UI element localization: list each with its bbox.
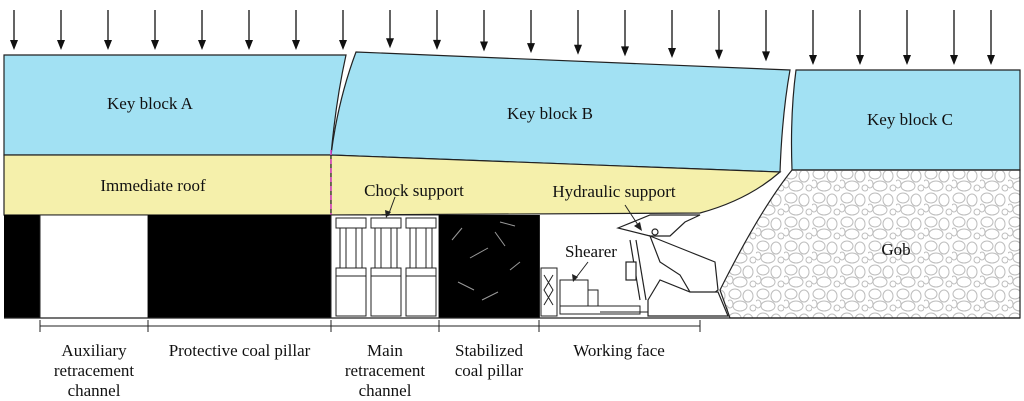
gob-area [719,169,1021,319]
pillar-cracks [451,221,521,301]
load-arrows [10,10,995,65]
down-arrow-icon [987,10,995,65]
stabilized-pillar-label: Stabilized coal pillar [439,341,539,381]
zone-dimension-bracket [39,320,701,332]
down-arrow-icon [292,10,300,50]
down-arrow-icon [574,10,582,55]
crack-line [499,221,516,227]
shearer-leader-arrow [572,274,578,282]
immediate-roof-right [330,154,782,216]
chock-leader-arrow [385,210,391,218]
auxiliary-channel [39,214,149,319]
key-block-b-label: Key block B [507,104,593,123]
down-arrow-icon [151,10,159,50]
crack-line [457,281,475,291]
down-arrow-icon [104,10,112,50]
chock-supports [335,217,437,317]
crack-line [469,247,489,259]
chock-support-unit [335,217,367,317]
main-line-1: Main [367,341,403,360]
immediate-roof-left [3,154,332,216]
crack-line [494,231,506,247]
crack-line [481,291,499,301]
key-block-c-label: Key block C [867,110,953,129]
down-arrow-icon [10,10,18,50]
immediate-roof-label: Immediate roof [100,176,206,195]
down-arrow-icon [198,10,206,50]
down-arrow-icon [386,10,394,49]
down-arrow-icon [856,10,864,65]
down-arrow-icon [621,10,629,57]
down-arrow-icon [762,10,770,62]
down-arrow-icon [527,10,535,54]
chock-support-unit [370,217,402,317]
down-arrow-icon [809,10,817,65]
down-arrow-icon [715,10,723,60]
hydraulic-leader-arrow [634,222,642,231]
working-face-area [539,215,540,318]
auxiliary-channel-label: Auxiliary retracement channel [44,341,144,401]
down-arrow-icon [903,10,911,65]
gob-label: Gob [881,240,910,259]
hydraulic-support [616,214,729,317]
chock-support-label: Chock support [364,181,464,200]
down-arrow-icon [433,10,441,50]
down-arrow-icon [339,10,347,50]
chock-support-unit [405,217,437,317]
crack-line [509,261,521,271]
stabilized-line-1: Stabilized [455,341,523,360]
auxiliary-line-3: channel [67,381,121,400]
shearer-leader [574,261,589,280]
main-line-2: retracement [344,361,426,380]
main-channel-label: Main retracement channel [335,341,435,401]
protective-coal-pillar [148,215,331,318]
down-arrow-icon [950,10,958,65]
coal-left [4,215,40,318]
working-face-label: Working face [573,341,665,360]
auxiliary-line-1: Auxiliary [61,341,127,360]
stabilized-line-2: coal pillar [454,361,524,380]
key-block-a-label: Key block A [107,94,194,113]
hydraulic-support-label: Hydraulic support [552,182,676,201]
down-arrow-icon [245,10,253,50]
main-line-3: channel [358,381,412,400]
stabilized-coal-pillar [439,215,539,318]
protective-pillar-label: Protective coal pillar [168,341,311,360]
down-arrow-icon [57,10,65,50]
shearer-machine [540,267,700,317]
down-arrow-icon [668,10,676,59]
shearer-label: Shearer [565,242,617,261]
crack-line [451,227,463,241]
auxiliary-line-2: retracement [53,361,135,380]
down-arrow-icon [480,10,488,52]
